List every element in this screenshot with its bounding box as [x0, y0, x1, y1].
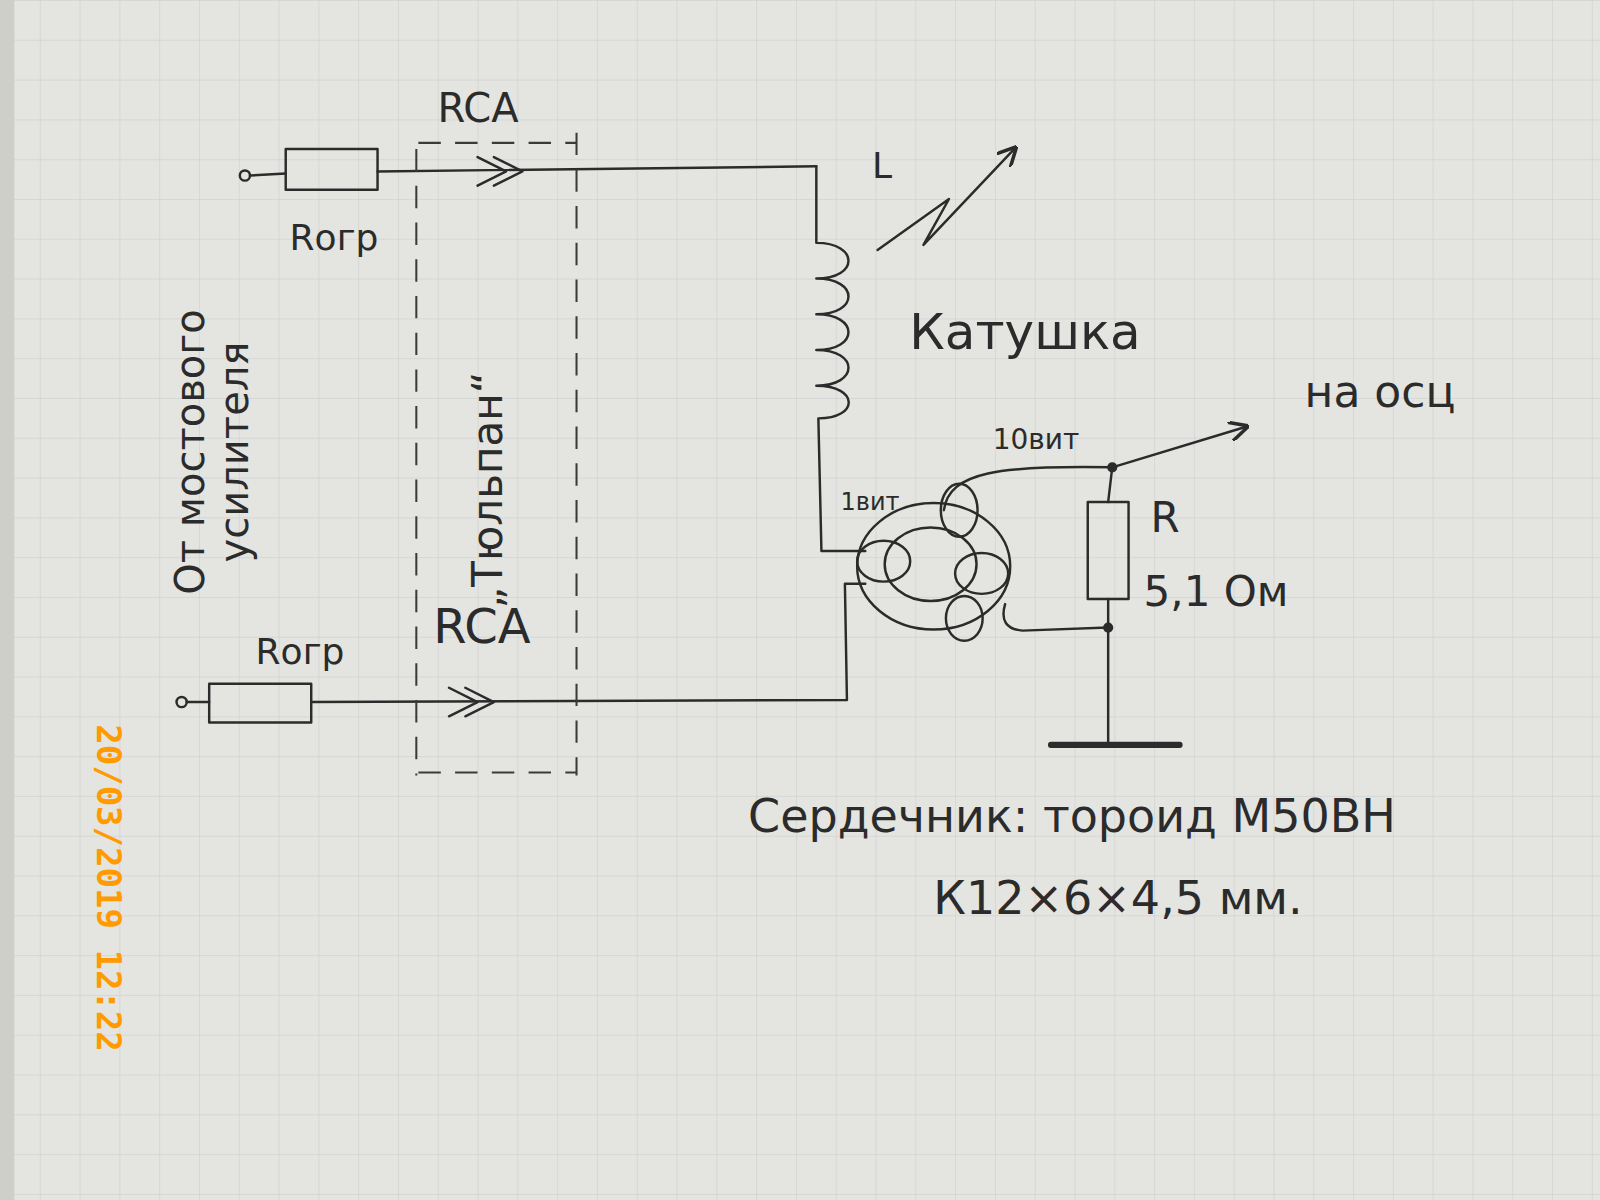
resistor-label: Rогр [290, 218, 379, 258]
connector-note: „Тюльпан“ [465, 372, 511, 609]
terminal [177, 697, 187, 707]
resistor-symbol [209, 684, 311, 723]
variable-arrow [878, 148, 1016, 250]
wire [378, 166, 817, 171]
wire [1108, 467, 1112, 502]
dashed-outline [418, 771, 576, 773]
timestamp: 20/03/2019 12:22 [89, 724, 126, 1052]
wire [1107, 628, 1109, 745]
dashed-outline [576, 133, 578, 776]
source-note: От мостового усилителя [168, 287, 256, 617]
wire [187, 701, 209, 703]
turns-label: 10вит [993, 425, 1080, 456]
rca-connector [478, 157, 523, 186]
toroid-core [885, 528, 977, 601]
dashed-outline [415, 149, 417, 776]
connector-label: RCA [433, 600, 530, 653]
junction-dot [1107, 462, 1117, 472]
winding [955, 553, 1008, 594]
winding [941, 484, 978, 537]
resistor-label: R [1150, 495, 1179, 541]
wire [1003, 604, 1108, 631]
core-note: Сердечник: тороид М50ВН [748, 791, 1396, 842]
terminal [240, 170, 250, 180]
resistor-symbol [286, 149, 378, 190]
paper-edge [0, 0, 14, 1200]
resistor-value: 5,1 Ом [1144, 569, 1289, 615]
output-label: на осц [1305, 368, 1456, 416]
coil-label: Катушка [909, 305, 1140, 360]
dashed-outline [418, 142, 576, 144]
rca-connector [449, 688, 494, 717]
inductance-label: L [872, 146, 892, 186]
resistor-label: Rогр [256, 632, 345, 672]
wire [311, 584, 865, 702]
winding [946, 596, 983, 641]
toroid-core [857, 503, 1010, 630]
winding [857, 541, 910, 582]
turns-label: 1вит [841, 489, 900, 515]
resistor-symbol [1088, 502, 1129, 599]
core-size: К12×6×4,5 мм. [933, 873, 1302, 924]
output-arrow [1112, 427, 1247, 468]
wire [250, 173, 286, 175]
ground-symbol [1051, 742, 1180, 748]
junction-dot [1103, 622, 1113, 632]
connector-label: RCA [437, 86, 518, 130]
